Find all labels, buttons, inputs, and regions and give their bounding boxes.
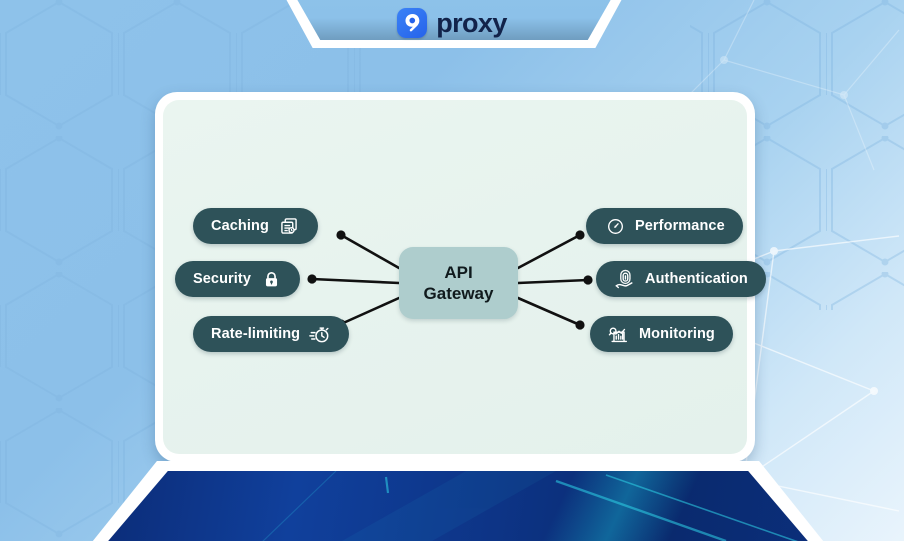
- node-label-rate-limiting: Rate-limiting: [211, 326, 301, 342]
- lock-icon: [260, 268, 282, 290]
- fingerprint-hand-icon: [614, 268, 636, 290]
- node-label-authentication: Authentication: [645, 271, 748, 287]
- node-monitoring[interactable]: Monitoring: [590, 316, 733, 352]
- node-security[interactable]: Security: [175, 261, 301, 297]
- hub-label-line1: API: [444, 262, 473, 282]
- brand-name: proxy: [436, 7, 507, 38]
- node-authentication[interactable]: Authentication: [596, 261, 766, 297]
- node-label-caching: Caching: [211, 218, 269, 234]
- node-rate-limiting[interactable]: Rate-limiting: [193, 316, 350, 352]
- hub-node-api-gateway[interactable]: API Gateway: [399, 247, 518, 319]
- node-label-performance: Performance: [635, 218, 725, 234]
- chart-magnifier-icon: [608, 323, 630, 345]
- bottom-banner-light-streaks-icon: [86, 471, 830, 541]
- node-performance[interactable]: Performance: [586, 208, 743, 244]
- brand-logo: proxy: [0, 8, 904, 38]
- stopwatch-icon: [309, 323, 331, 345]
- database-cache-icon: [278, 215, 300, 237]
- gauge-icon: [604, 215, 626, 237]
- node-caching[interactable]: Caching: [193, 208, 318, 244]
- hub-label-line2: Gateway: [423, 284, 494, 303]
- node-label-monitoring: Monitoring: [639, 326, 715, 342]
- nine-proxy-logo-icon: [397, 8, 428, 38]
- node-label-security: Security: [193, 271, 252, 287]
